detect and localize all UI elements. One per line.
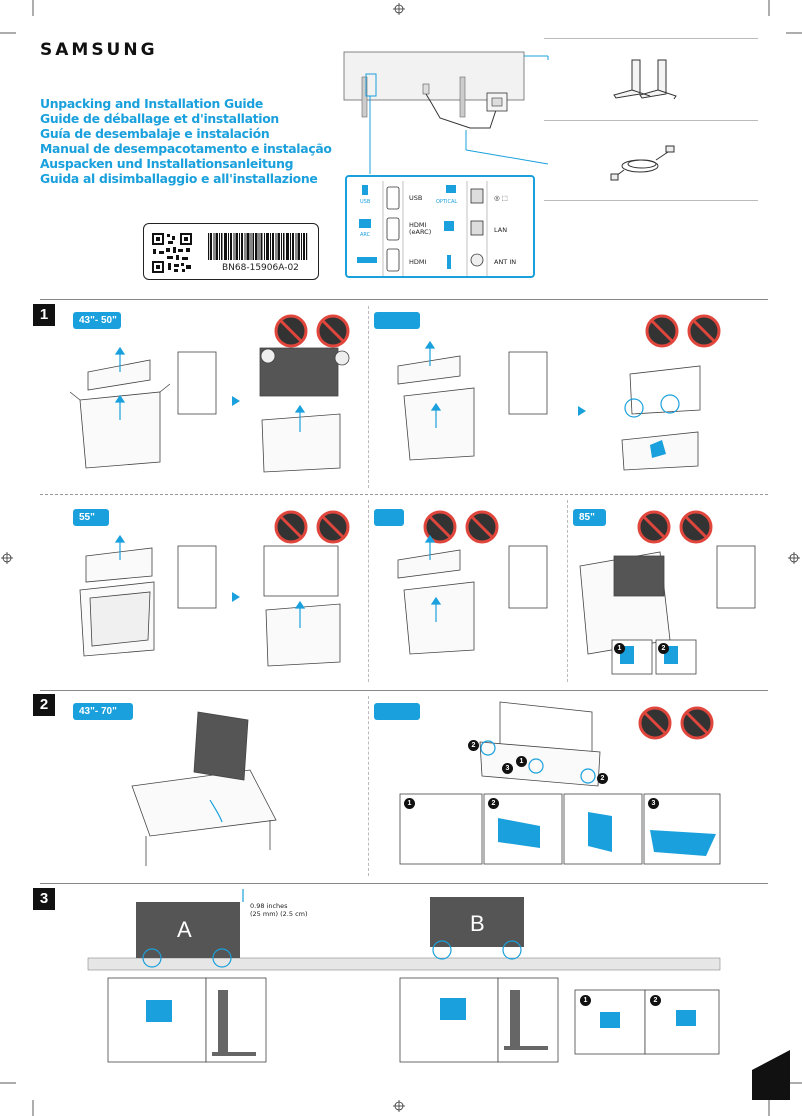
column-divider bbox=[368, 500, 369, 682]
title-en: Unpacking and Installation Guide bbox=[40, 96, 263, 111]
callout-2: 2 bbox=[658, 643, 669, 654]
callout-2: 2 bbox=[597, 773, 608, 784]
title-it: Guida al disimballaggio e all'installazi… bbox=[40, 171, 318, 186]
qr-code-icon bbox=[152, 233, 192, 273]
product-label: BN68-15906A-02 bbox=[143, 223, 319, 280]
callout-1: 1 bbox=[614, 643, 625, 654]
port-panel-grid bbox=[357, 181, 488, 276]
guide-titles: Unpacking and Installation Guide Guide d… bbox=[40, 96, 340, 186]
column-divider bbox=[368, 696, 369, 876]
usb-icon-label: USB bbox=[360, 199, 371, 205]
section-divider bbox=[40, 883, 768, 884]
lan-port-label: LAN bbox=[494, 226, 508, 234]
accessory-divider bbox=[544, 38, 758, 39]
title-es: Guía de desembalaje e instalación bbox=[40, 126, 270, 141]
barcode-number: BN68-15906A-02 bbox=[222, 263, 299, 273]
accessory-divider bbox=[544, 120, 758, 121]
arc-label: ARC bbox=[360, 232, 371, 238]
hdmi-earc-port-label: HDMI (eARC) bbox=[409, 221, 432, 236]
brand-logo: SAMSUNG bbox=[40, 40, 158, 60]
size-tag-blank bbox=[374, 703, 420, 720]
title-de: Auspacken und Installationsanleitung bbox=[40, 156, 294, 171]
accessory-divider bbox=[544, 200, 758, 201]
ant-in-port-label: ANT IN bbox=[494, 258, 517, 266]
title-fr: Guide de déballage et d'installation bbox=[40, 111, 279, 126]
callout-2: 2 bbox=[650, 995, 661, 1006]
callout-1: 1 bbox=[516, 756, 527, 767]
callout-1: 1 bbox=[580, 995, 591, 1006]
size-tag-55: 55" bbox=[73, 509, 109, 526]
connector-panel: USB USB OPTICAL ◎ ⬚ ARC HDMI (eARC) LAN … bbox=[345, 175, 535, 278]
usb-port-label: USB bbox=[409, 194, 423, 202]
size-tag-43-50: 43"- 50" bbox=[73, 312, 121, 329]
size-tag-blank bbox=[374, 509, 404, 526]
stand-position-a: A bbox=[177, 917, 192, 942]
callout-2: 2 bbox=[468, 740, 479, 751]
stand-clearance-note: 0.98 inches (25 mm) (2.5 cm) bbox=[250, 902, 308, 918]
callout-2: 2 bbox=[488, 798, 499, 809]
section-divider bbox=[40, 299, 768, 300]
size-tag-43-70: 43"- 70" bbox=[73, 703, 133, 720]
callout-3: 3 bbox=[648, 798, 659, 809]
hdmi-port-label: HDMI bbox=[409, 258, 427, 266]
size-tag-blank bbox=[374, 312, 420, 329]
barcode-icon bbox=[208, 233, 308, 260]
size-tag-85: 85" bbox=[573, 509, 606, 526]
section-divider bbox=[40, 494, 768, 495]
clearance-inches: 0.98 inches bbox=[250, 902, 288, 910]
stand-position-b: B bbox=[470, 911, 485, 936]
callout-3: 3 bbox=[502, 763, 513, 774]
column-divider bbox=[567, 500, 568, 682]
step-number-3: 3 bbox=[33, 888, 55, 910]
step-number-2: 2 bbox=[33, 694, 55, 716]
audio-out-icon: ◎ ⬚ bbox=[494, 194, 508, 202]
section-divider bbox=[40, 690, 768, 691]
callout-1: 1 bbox=[404, 798, 415, 809]
title-pt: Manual de desempacotamento e instalação bbox=[40, 141, 332, 156]
clearance-metric: (25 mm) (2.5 cm) bbox=[250, 910, 308, 918]
step-number-1: 1 bbox=[33, 304, 55, 326]
optical-label: OPTICAL bbox=[436, 199, 458, 205]
column-divider bbox=[368, 306, 369, 488]
